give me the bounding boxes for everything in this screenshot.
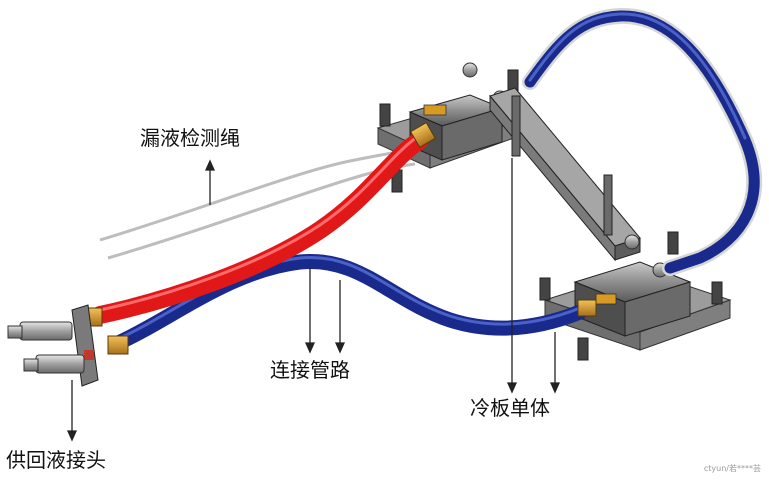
cold-plate-unit-label: 冷板单体 — [470, 396, 550, 420]
supply-pipe — [91, 131, 429, 324]
supply-return-connector — [7, 304, 99, 387]
leak-rope-label: 漏液检测绳 — [140, 126, 240, 150]
watermark: ctyun/若****芸 — [703, 464, 761, 473]
pipe-arrow-b — [334, 342, 346, 354]
supply-return-connector-label: 供回液接头 — [6, 448, 106, 472]
leak-detection-rope — [99, 148, 416, 260]
pipe-arrow-a — [304, 342, 316, 354]
leader-lines — [66, 158, 561, 442]
connecting-pipe-label: 连接管路 — [270, 358, 350, 382]
cold-plate-lower — [539, 231, 732, 361]
cold-plate-upper — [376, 62, 527, 193]
leak-rope-arrow — [204, 159, 216, 171]
loop-pipe — [522, 7, 763, 276]
bracket-bar — [489, 87, 641, 262]
cold-plate-arrow-b — [549, 382, 561, 394]
connector-arrow — [66, 430, 78, 442]
cold-plate-arrow-a — [506, 382, 518, 394]
